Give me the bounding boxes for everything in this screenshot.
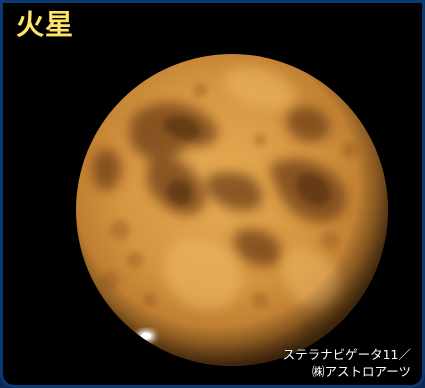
credit-line-software: ステラナビゲータ11／ bbox=[282, 347, 411, 362]
credit-line-company: ㈱アストロアーツ bbox=[311, 364, 411, 379]
mars-surface-features bbox=[76, 54, 388, 366]
image-credit: ステラナビゲータ11／ ㈱アストロアーツ bbox=[283, 346, 411, 380]
page-title: 火星 bbox=[16, 8, 75, 41]
